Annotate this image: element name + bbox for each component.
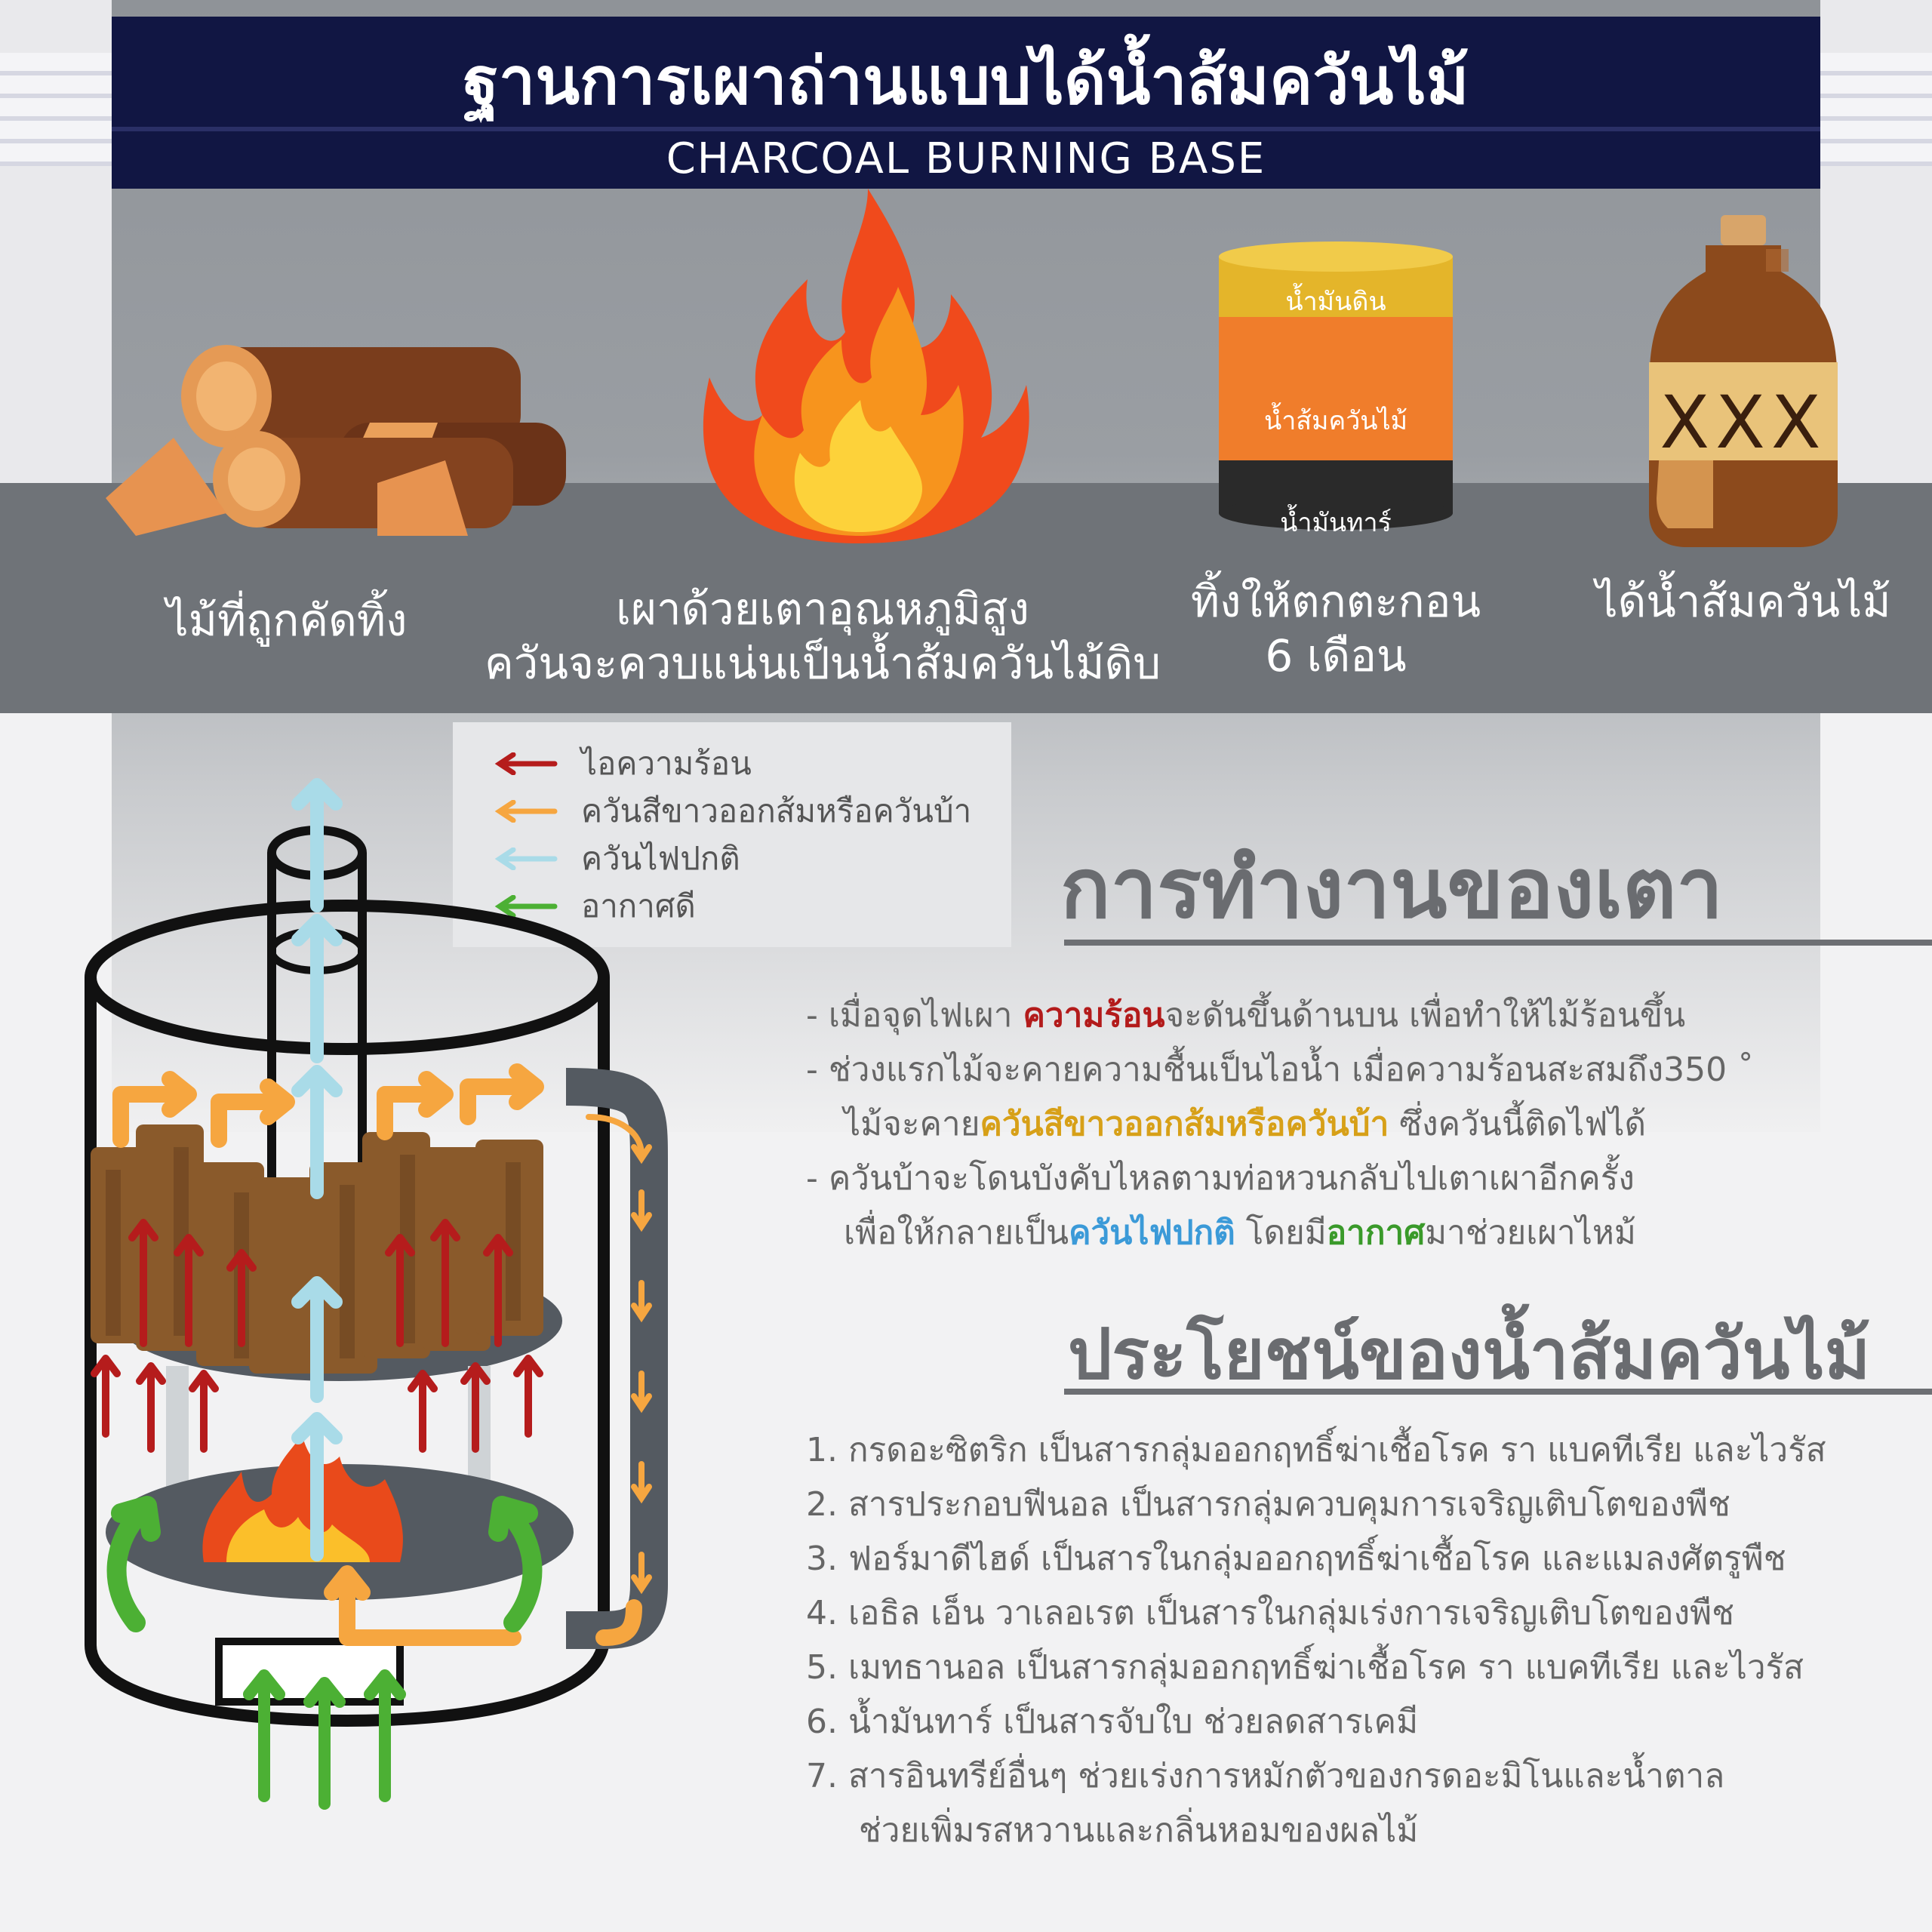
step2-caption-line2: ควันจะควบแน่นเป็นน้ำส้มควันไม้ดิบ [484, 638, 1161, 689]
benefits-heading: ประโยชน์ของน้ำส้มควันไม้ [1068, 1314, 1871, 1395]
layer-bottom-label: น้ำมันทาร์ [1280, 508, 1392, 538]
green-arrow-icon [494, 895, 558, 918]
normal-smoke-highlight: ควันไฟปกติ [1069, 1214, 1235, 1252]
operation-bullet-3-line1: - ควันบ้าจะโดนบังคับไหลตามท่อหวนกลับไปเต… [806, 1159, 1635, 1198]
operation-bullet-1: - เมื่อจุดไฟเผา ความร้อนจะดันขึ้นด้านบน … [806, 996, 1686, 1035]
benefit-item-1: 1. กรดอะซิตริก เป็นสารกลุ่มออกฤทธิ์ฆ่าเช… [806, 1431, 1826, 1469]
legend-item-crazy-smoke: ควันสีขาวออกส้มหรือควันบ้า [491, 792, 971, 830]
kiln-diagram [85, 778, 668, 1810]
legend-item-good-air: อากาศดี [491, 888, 696, 925]
header-bar [112, 17, 1820, 189]
header-divider [112, 127, 1820, 131]
operation-bullet-3-line2: เพื่อให้กลายเป็นควันไฟปกติ โดยมีอากาศมาช… [844, 1214, 1636, 1252]
bottle-label: XXX [1660, 380, 1827, 465]
orange-arrow-icon [494, 800, 558, 823]
blue-arrow-icon [494, 848, 558, 870]
operation-bullet-2-line2: ไม้จะคายควันสีขาวออกส้มหรือควันบ้า ซึ่งค… [844, 1105, 1647, 1143]
operation-rule [1064, 940, 1932, 946]
legend-label: ควันสีขาวออกส้มหรือควันบ้า [581, 792, 972, 829]
flame-icon [703, 189, 1029, 543]
page-subtitle: CHARCOAL BURNING BASE [666, 134, 1266, 183]
logs-icon [106, 345, 566, 536]
step3-caption-line1: ทิ้งให้ตกตะกอน [1190, 576, 1481, 627]
step4-caption: ได้น้ำส้มควันไม้ [1595, 576, 1891, 627]
legend-item-heat: ไอความร้อน [491, 745, 752, 783]
heat-arrow-icon [494, 752, 558, 775]
operation-heading: การทำงานของเตา [1060, 840, 1724, 937]
legend: ไอความร้อน ควันสีขาวออกส้มหรือควันบ้า คว… [453, 722, 1011, 947]
legend-label: อากาศดี [581, 888, 696, 924]
page-title: ฐานการเผาถ่านแบบได้น้ำส้มควันไม้ [463, 44, 1469, 119]
right-stripes [1820, 53, 1932, 166]
layer-middle-label: น้ำส้มควันไม้ [1263, 406, 1408, 436]
benefit-item-3: 3. ฟอร์มาดีไฮด์ เป็นสารในกลุ่มออกฤทธิ์ฆ่… [806, 1540, 1786, 1578]
benefits-rule [1064, 1389, 1932, 1395]
benefit-item-6: 6. น้ำมันทาร์ เป็นสารจับใบ ช่วยลดสารเคมี [806, 1703, 1419, 1741]
heat-highlight: ความร้อน [1023, 996, 1165, 1035]
layered-container-icon [1219, 242, 1453, 530]
bottle-icon [1649, 215, 1838, 547]
benefit-item-7-line2: ช่วยเพิ่มรสหวานและกลิ่นหอมของผลไม้ [806, 1811, 1419, 1850]
benefit-item-4: 4. เอธิล เอ็น วาเลอเรต เป็นสารในกลุ่มเร่… [806, 1594, 1734, 1632]
crazy-smoke-highlight: ควันสีขาวออกส้มหรือควันบ้า [980, 1105, 1389, 1143]
air-highlight: อากาศ [1326, 1214, 1426, 1252]
benefit-item-2: 2. สารประกอบฟีนอล เป็นสารกลุ่มควบคุมการเ… [806, 1485, 1730, 1524]
layer-top-label: น้ำมันดิน [1285, 287, 1386, 317]
left-stripes [0, 53, 112, 166]
legend-label: ไอความร้อน [581, 745, 752, 782]
benefit-item-5: 5. เมทธานอล เป็นสารกลุ่มออกฤทธิ์ฆ่าเชื้อ… [806, 1648, 1804, 1687]
step2-caption-line1: เผาด้วยเตาอุณหภูมิสูง [616, 583, 1029, 635]
legend-item-normal-smoke: ควันไฟปกติ [491, 840, 740, 878]
operation-bullet-2-line1: - ช่วงแรกไม้จะคายความชื้นเป็นไอน้ำ เมื่อ… [806, 1051, 1755, 1089]
step1-caption: ไม้ที่ถูกคัดทิ้ง [166, 595, 408, 646]
legend-label: ควันไฟปกติ [581, 840, 740, 877]
benefit-item-7: 7. สารอินทรีย์อื่นๆ ช่วยเร่งการหมักตัวขอ… [806, 1757, 1725, 1795]
step3-caption-line2: 6 เดือน [1265, 630, 1407, 681]
